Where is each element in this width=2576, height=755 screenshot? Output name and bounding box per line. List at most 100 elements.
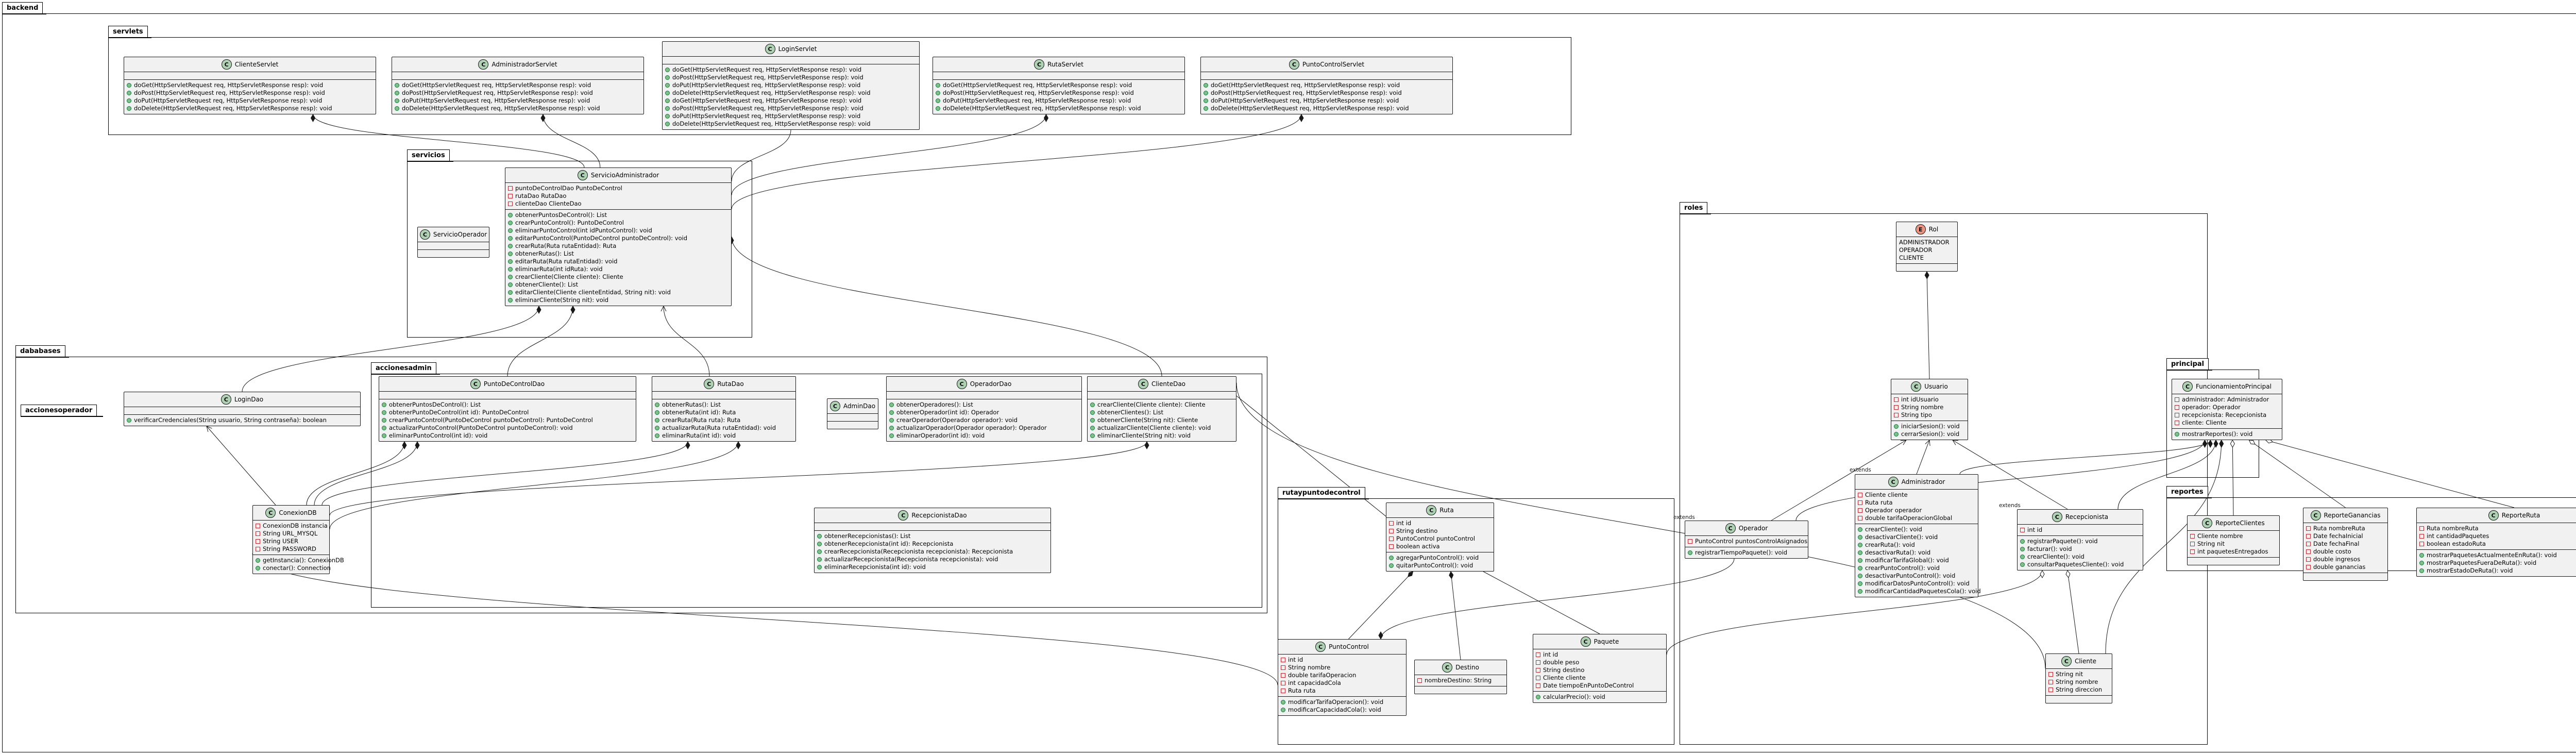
- private-visibility-icon: [1281, 689, 1285, 693]
- method-row: actualizarPuntoControl(PuntoDeControl pu…: [382, 424, 633, 432]
- method-text: doDelete(HttpServletRequest req, HttpSer…: [943, 105, 1141, 112]
- private-visibility-icon: [1281, 673, 1285, 678]
- method-text: crearRecepcionista(Recepcionista recepci…: [824, 548, 1013, 555]
- method-text: doGet(HttpServletRequest req, HttpServle…: [943, 81, 1132, 89]
- public-visibility-icon: [508, 228, 513, 233]
- public-visibility-icon: [655, 426, 659, 430]
- method-row: obtenerRutas(): List: [508, 250, 728, 258]
- class-name: PuntoDeControlDao: [483, 380, 545, 388]
- method-text: crearRuta(Ruta ruta): Ruta: [662, 416, 741, 424]
- private-visibility-icon: [2419, 542, 2424, 546]
- public-visibility-icon: [508, 282, 513, 287]
- extends-label: extends: [1673, 514, 1695, 521]
- method-text: editarPuntoControl(PuntoDeControl puntoD…: [515, 234, 688, 242]
- field-row: Ruta nombreRuta: [2419, 525, 2576, 532]
- package-accionesadmin: [371, 374, 1262, 608]
- field-text: operador: Operador: [2182, 404, 2241, 411]
- private-visibility-icon: [1688, 539, 1692, 544]
- class-name: Ruta: [1439, 506, 1454, 514]
- private-visibility-icon: [1536, 668, 1540, 673]
- class-icon: C: [2061, 656, 2072, 666]
- private-visibility-icon: [1389, 529, 1394, 533]
- class-name: AdminDao: [843, 402, 876, 410]
- public-visibility-icon: [889, 433, 894, 438]
- method-text: consultarPaquetesCliente(): void: [2027, 561, 2124, 568]
- private-visibility-icon: [1858, 516, 1862, 521]
- field-text: ConexionDB instancia: [263, 522, 328, 529]
- field-text: OPERADOR: [1899, 246, 1933, 254]
- public-visibility-icon: [508, 267, 513, 272]
- method-text: doPut(HttpServletRequest req, HttpServle…: [402, 97, 590, 104]
- field-row: OPERADOR: [1899, 246, 1955, 254]
- field-text: boolean estadoRuta: [2427, 540, 2486, 547]
- field-text: clienteDao ClienteDao: [515, 200, 582, 207]
- field-text: Ruta ruta: [1865, 499, 1893, 506]
- class-fields: [933, 72, 1184, 79]
- class-icon: C: [577, 170, 588, 180]
- method-row: modificarTarifaGlobal(): void: [1858, 557, 1975, 564]
- method-row: eliminarCliente(String nit): void: [1090, 432, 1233, 440]
- public-visibility-icon: [1090, 410, 1095, 415]
- method-text: obtenerRutas(): List: [515, 250, 574, 257]
- field-row: Date fechaInicial: [2306, 532, 2385, 540]
- field-row: nombreDestino: String: [1417, 677, 1504, 684]
- class-fields: [1201, 72, 1452, 79]
- private-visibility-icon: [2306, 557, 2311, 562]
- private-visibility-icon: [2190, 534, 2195, 539]
- field-row: boolean estadoRuta: [2419, 540, 2576, 548]
- field-text: puntoDeControlDao PuntoDeControl: [515, 184, 622, 192]
- class-methods: registrarTiempoPaquete(): void: [1685, 547, 1808, 558]
- private-visibility-icon: [2175, 405, 2179, 410]
- field-row: String tipo: [1894, 411, 1965, 419]
- class-name: Rol: [1928, 225, 1939, 233]
- private-visibility-icon: [2306, 534, 2311, 539]
- field-text: Cliente cliente: [1865, 491, 1908, 498]
- class-icon: C: [829, 401, 840, 411]
- field-text: cliente: Cliente: [2182, 419, 2227, 426]
- field-row: String URL_MYSQL: [256, 530, 327, 538]
- class-fields: [392, 72, 643, 79]
- private-visibility-icon: [256, 531, 260, 536]
- field-text: Operador operador: [1865, 507, 1922, 514]
- method-row: doPost(HttpServletRequest req, HttpServl…: [1204, 89, 1450, 97]
